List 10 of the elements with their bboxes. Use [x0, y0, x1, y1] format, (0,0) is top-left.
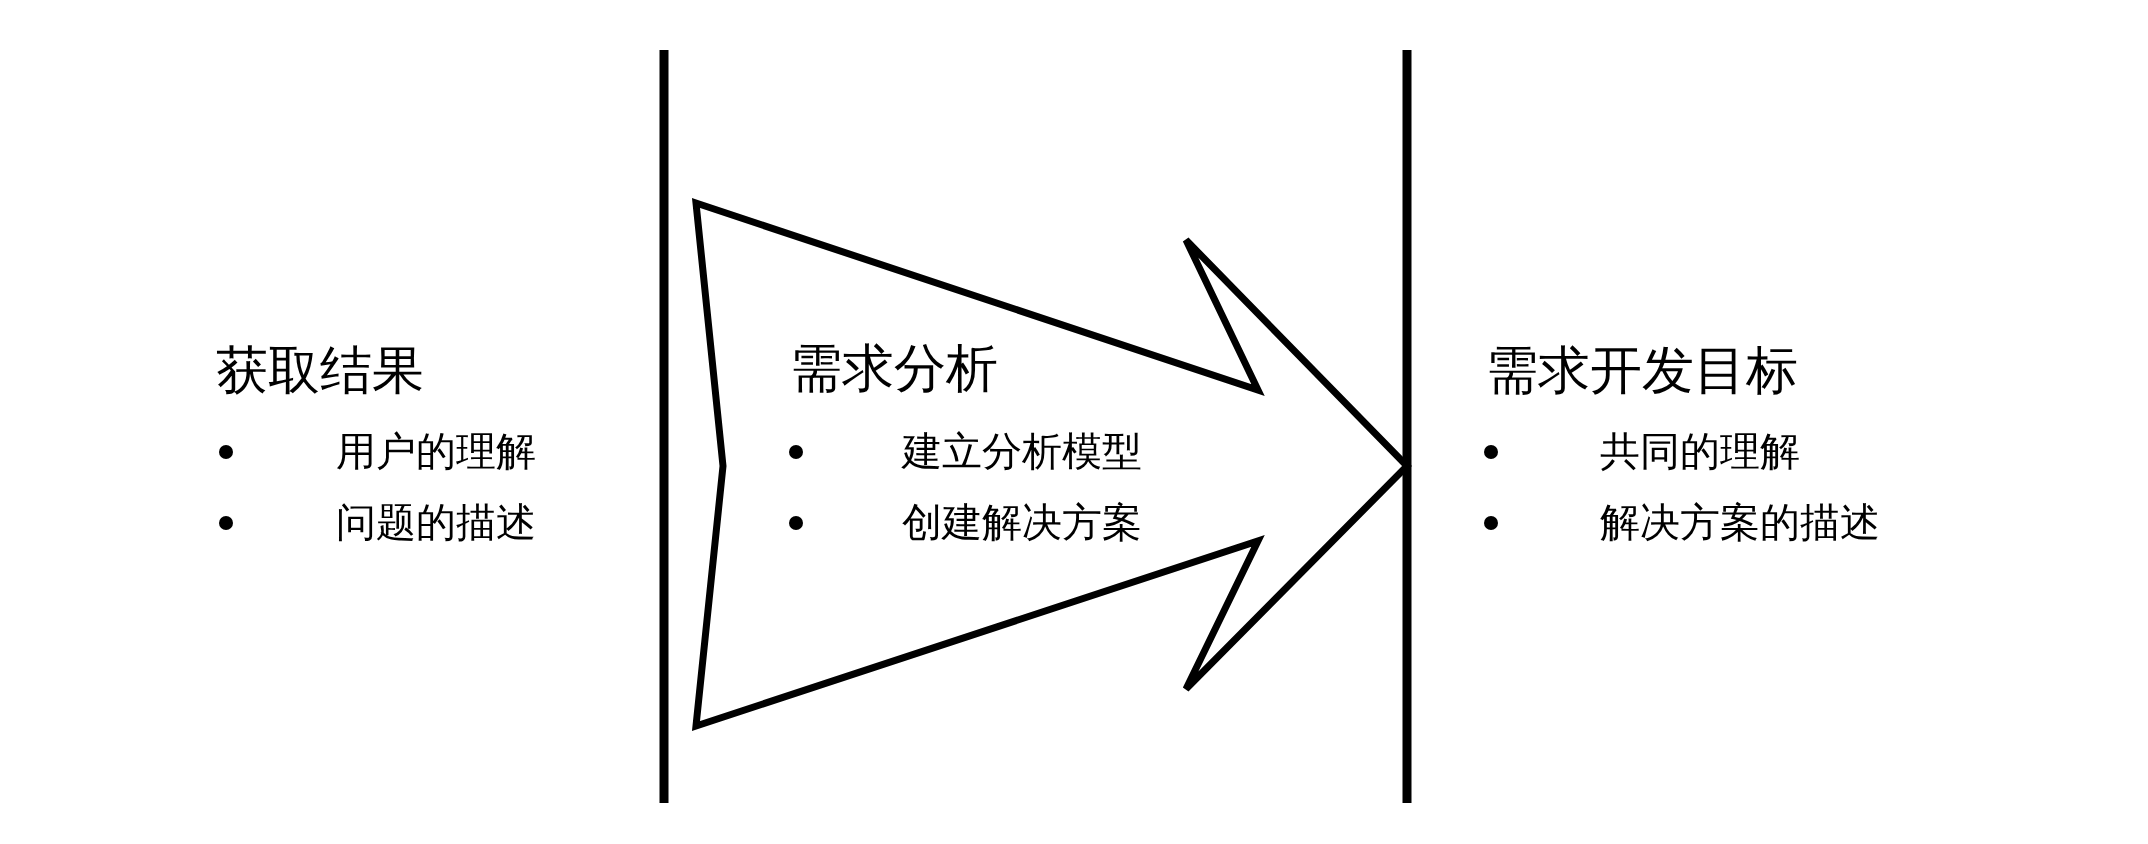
list-item: 共同的理解: [1600, 431, 1800, 471]
list-item: 建立分析模型: [902, 431, 1142, 471]
list-item: 问题的描述: [336, 502, 536, 542]
list-item: 创建解决方案: [902, 502, 1142, 542]
heading: 获取结果: [216, 344, 424, 396]
list-item: 解决方案的描述: [1600, 502, 1880, 542]
arrow-shape: [690, 196, 1414, 733]
list-item: 用户的理解: [336, 431, 536, 471]
heading: 需求分析: [790, 342, 998, 394]
heading: 需求开发目标: [1486, 344, 1798, 396]
